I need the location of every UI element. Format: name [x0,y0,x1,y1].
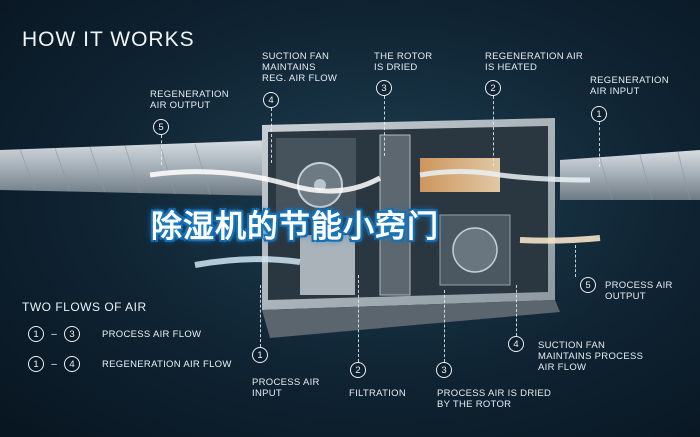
overlay-headline: 除湿机的节能小窍门 [151,209,439,244]
legend-row-regeneration-dash: – [51,358,57,370]
callout-top-1-badge: 1 [591,106,607,122]
callout-bottom-4-leader [516,285,517,336]
callout-bottom-3-leader [444,290,445,362]
callout-bottom-5-leader [575,245,576,277]
callout-top-3-badge: 3 [376,80,392,96]
callout-bottom-4-badge: 4 [508,336,524,352]
callout-bottom-4-label: SUCTION FAN MAINTAINS PROCESS AIR FLOW [538,340,644,373]
legend-row-process-label: PROCESS AIR FLOW [102,328,202,340]
callout-bottom-1-badge: 1 [252,347,268,363]
callout-top-5-leader [161,135,162,165]
callout-top-5-badge: 5 [153,119,169,135]
process-airflow [194,256,301,268]
callout-top-4-leader [271,108,272,163]
callout-top-3-label: THE ROTOR IS DRIED [374,51,433,73]
callout-bottom-1-leader [260,285,261,347]
callout-top-2-label: REGENERATION AIR IS HEATED [485,51,584,73]
callout-bottom-2-label: FILTRATION [349,388,407,399]
left-duct [0,140,275,196]
legend-row-process: 1 – 3 PROCESS AIR FLOW [28,326,201,342]
regeneration-airflow [149,169,382,194]
legend-row-regeneration-label: REGENERATION AIR FLOW [102,358,232,370]
callout-bottom-1-label: PROCESS AIR INPUT [252,377,320,399]
rotor [379,134,411,296]
callout-bottom-5-label: PROCESS AIR OUTPUT [605,280,673,302]
right-duct [560,150,700,200]
legend-row-process-to: 3 [64,326,80,342]
callout-bottom-2-badge: 2 [350,362,366,378]
callout-top-1-leader [599,122,600,167]
callout-bottom-2-leader [358,275,359,362]
legend-row-process-dash: – [51,328,57,340]
page-title: HOW IT WORKS [22,28,195,51]
callout-top-1-label: REGENERATION AIR INPUT [590,75,669,97]
legend-row-process-from: 1 [28,326,44,342]
callout-top-3-leader [384,96,385,156]
filter [300,235,355,295]
legend-row-regeneration-to: 4 [64,356,80,372]
legend-row-regeneration: 1 – 4 REGENERATION AIR FLOW [28,356,232,372]
legend-row-regeneration-from: 1 [28,356,44,372]
callout-top-2-badge: 2 [485,80,501,96]
callout-top-4-label: SUCTION FAN MAINTAINS REG. AIR FLOW [262,51,338,84]
callout-bottom-5-badge: 5 [580,277,596,293]
callout-bottom-3-label: PROCESS AIR IS DRIED BY THE ROTOR [437,388,552,410]
callout-bottom-3-badge: 3 [436,362,452,378]
callout-top-5-label: REGENERATION AIR OUTPUT [150,89,229,111]
legend-title: TWO FLOWS OF AIR [22,300,147,314]
callout-top-2-leader [493,96,494,166]
callout-top-4-badge: 4 [263,92,279,108]
